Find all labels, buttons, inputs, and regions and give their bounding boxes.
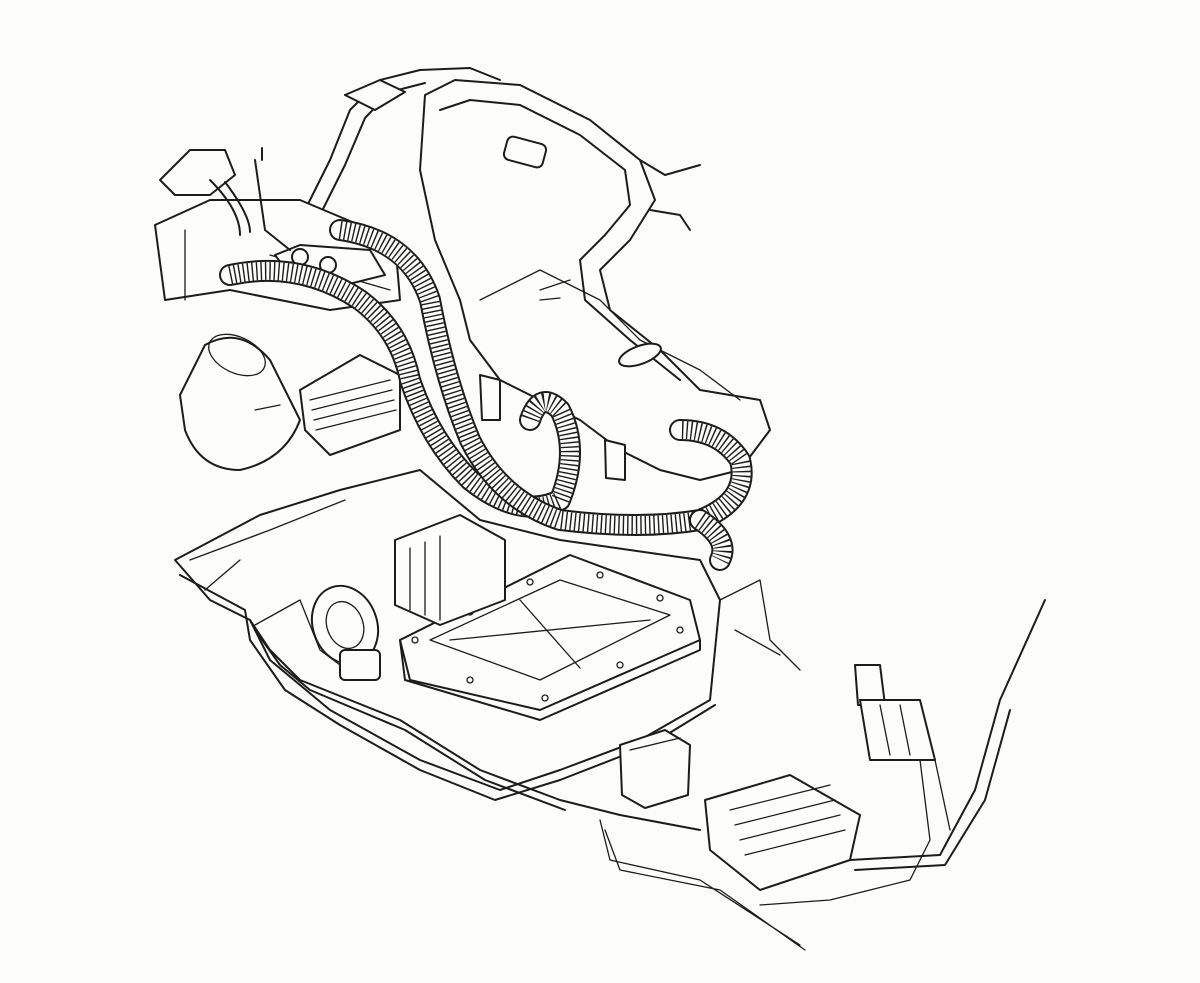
filler-neck	[159, 147, 291, 251]
canister	[179, 333, 301, 471]
roll-hoop	[299, 67, 701, 231]
battery-box	[399, 554, 701, 721]
pump-motor	[310, 584, 381, 681]
inverter-stack	[394, 514, 506, 626]
control-module	[299, 354, 401, 456]
corrugated-hoses	[219, 219, 753, 571]
seat	[419, 79, 771, 481]
relay-box	[619, 729, 691, 809]
wiring-harness	[249, 279, 1046, 951]
